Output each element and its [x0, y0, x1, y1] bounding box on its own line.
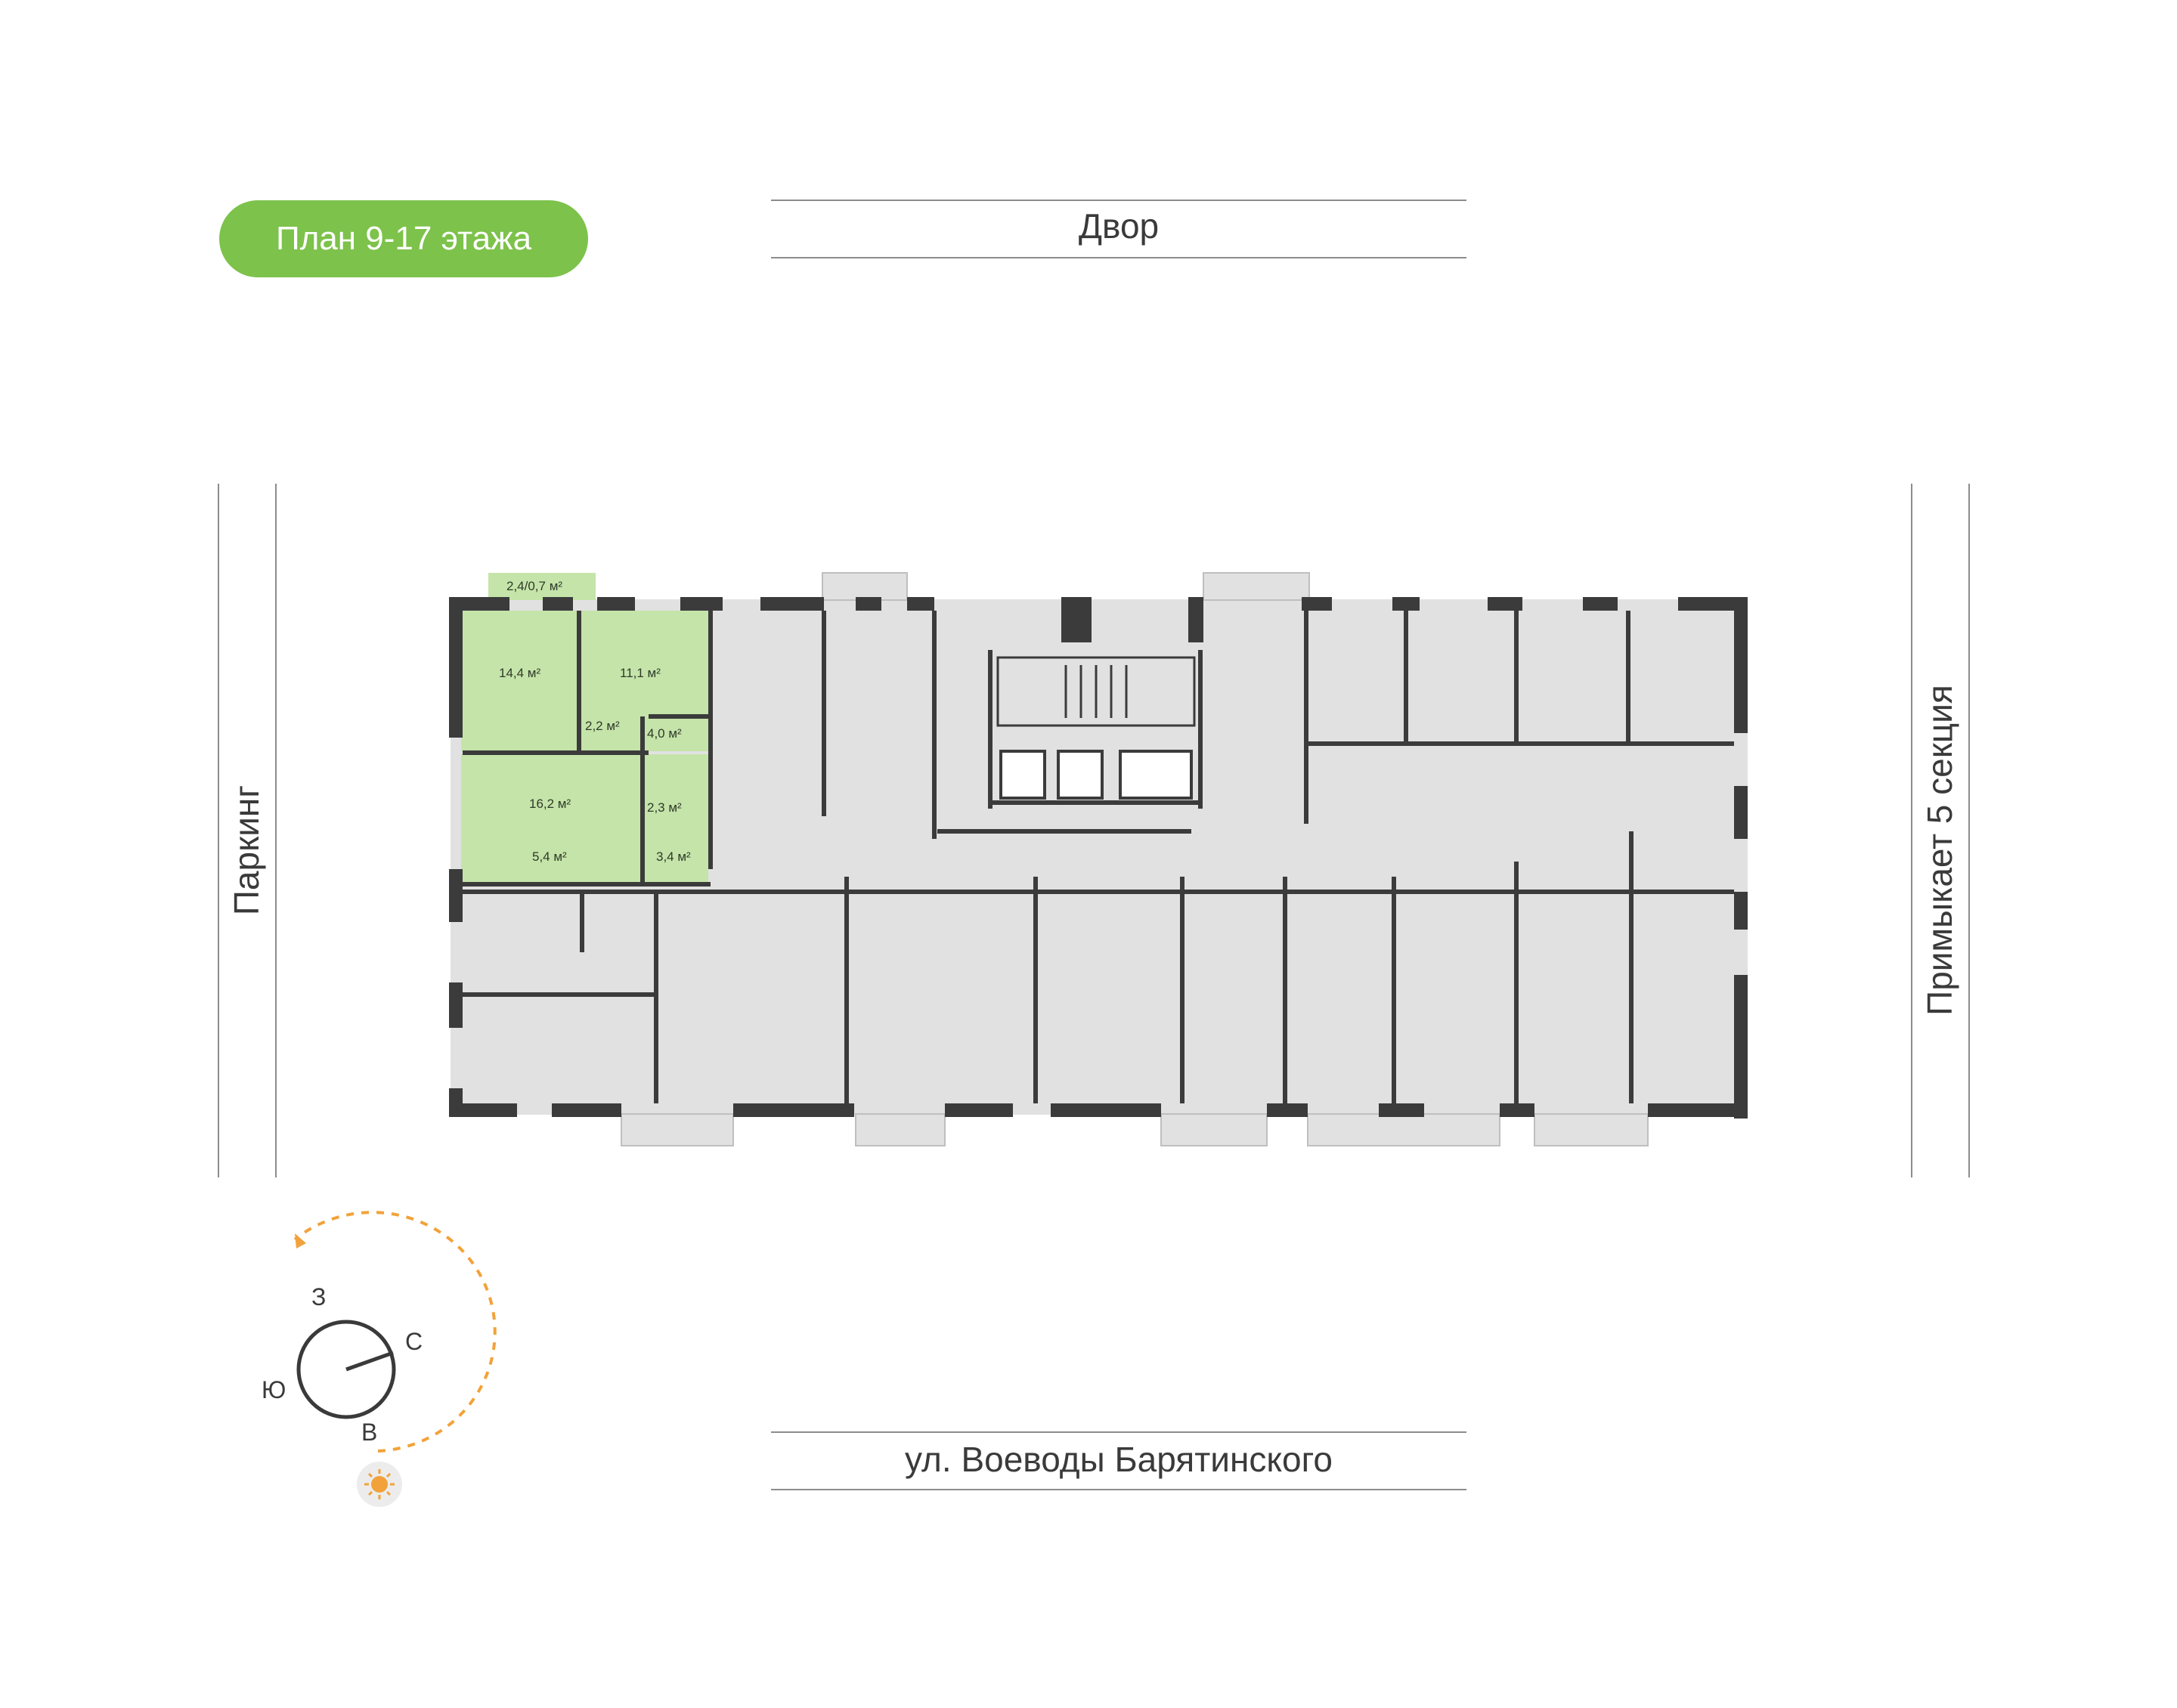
right-street-line-outer: [1911, 484, 1912, 1177]
balcony-top-1: [822, 572, 908, 601]
area-hall: 3,4 м²: [656, 849, 691, 864]
top-street-label: Двор: [1078, 206, 1160, 246]
highlighted-apartment[interactable]: [461, 573, 711, 883]
elevators: [999, 750, 1193, 800]
sun-rays-icon: [364, 1469, 395, 1499]
floor-plan-title: План 9-17 этажа: [275, 220, 532, 257]
compass-south: Ю: [262, 1376, 286, 1403]
right-street-line-inner: [1968, 484, 1970, 1177]
bottom-street-line-lower: [771, 1489, 1466, 1490]
floor-plan-title-badge: План 9-17 этажа: [219, 200, 588, 277]
outer-walls: [449, 597, 1748, 1119]
balcony-bottom-2: [855, 1113, 946, 1146]
sun-icon: [371, 1476, 388, 1493]
area-room1: 14,4 м²: [499, 666, 540, 680]
sun-path-arrow-icon: [295, 1233, 306, 1249]
balcony-bottom-5: [1534, 1113, 1649, 1146]
balcony-bottom-3: [1160, 1113, 1268, 1146]
bottom-street-line-upper: [771, 1431, 1466, 1433]
compass-dial: [296, 1320, 396, 1419]
top-street-line-upper: [771, 200, 1466, 201]
area-bath: 4,0 м²: [647, 726, 682, 741]
area-balcony: 2,4/0,7 м²: [506, 579, 562, 593]
stairwell: [996, 656, 1196, 727]
compass-west: З: [311, 1283, 326, 1310]
balcony-bottom-4: [1307, 1113, 1500, 1146]
compass-north: С: [405, 1328, 423, 1355]
area-kitchen: 5,4 м²: [532, 849, 567, 864]
left-street-line-outer: [218, 484, 219, 1177]
balcony-top-2: [1203, 572, 1310, 601]
sun-path: [293, 1211, 497, 1453]
compass-east: В: [361, 1419, 377, 1446]
balcony-bottom-1: [621, 1113, 734, 1146]
area-room2: 11,1 м²: [620, 666, 661, 680]
interior-walls: [463, 611, 1734, 1103]
area-corridor: 2,2 м²: [585, 719, 620, 733]
left-street-line-inner: [275, 484, 277, 1177]
area-living: 16,2 м²: [529, 797, 571, 811]
area-wc: 2,3 м²: [647, 800, 682, 815]
compass-needle: [345, 1351, 394, 1372]
bottom-street-label: ул. Воеводы Барятинского: [905, 1440, 1333, 1479]
top-street-line-lower: [771, 257, 1466, 258]
compass: З С Ю В: [262, 1211, 497, 1507]
